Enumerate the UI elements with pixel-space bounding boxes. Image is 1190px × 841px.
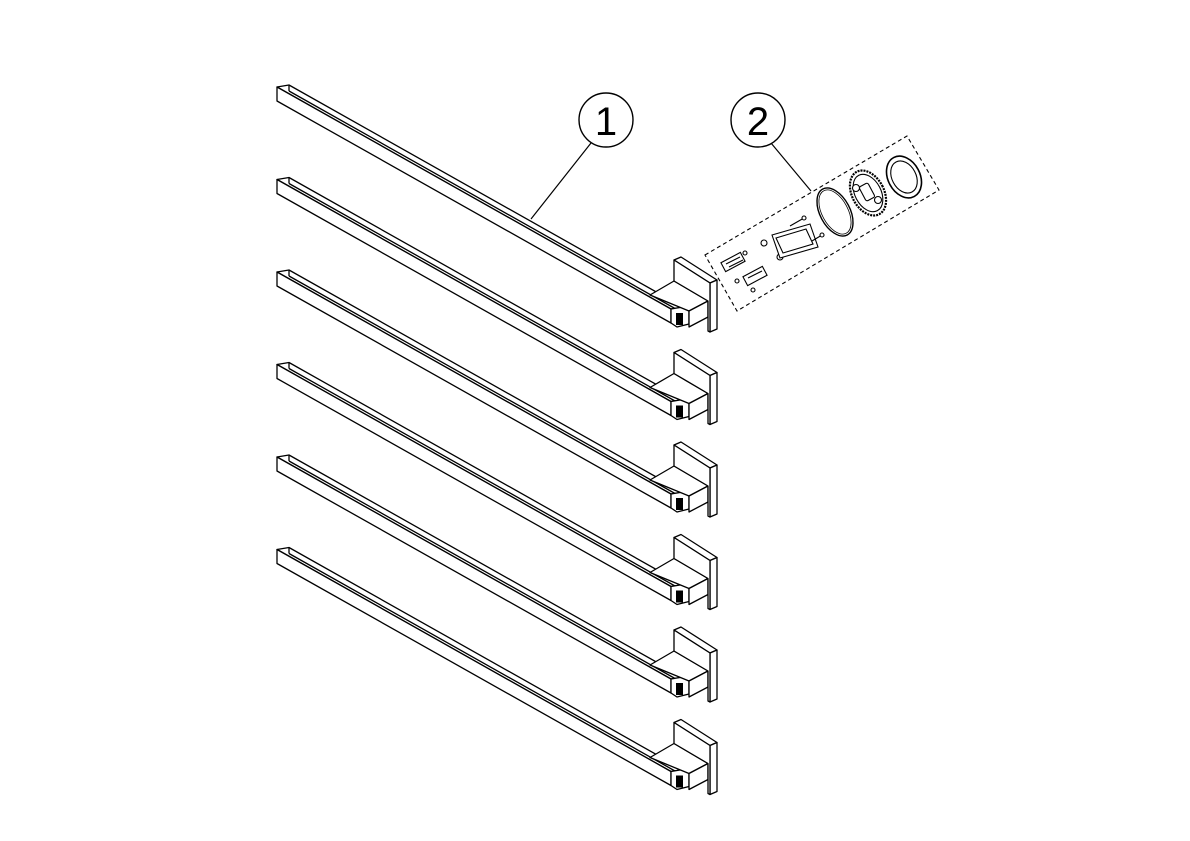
washer-4-icon [750, 287, 756, 293]
callout-2-label: 2 [747, 100, 769, 144]
callout-1: 1 [530, 92, 634, 220]
gasket-ring-inner [818, 189, 852, 235]
towel-bar-stack [276, 84, 718, 796]
set-screw-lower [811, 232, 825, 242]
washer-5-icon [742, 250, 748, 256]
washer-1-icon [760, 239, 768, 247]
towel-bar-6 [276, 546, 718, 796]
towel-bar-1 [276, 84, 718, 333]
wall-plate-side [709, 741, 718, 796]
rail-back-line [288, 367, 684, 592]
callout-2-leader [770, 142, 812, 192]
wall-plate-face [673, 259, 711, 333]
wall-anchor-lower [742, 265, 768, 287]
towel-bar-5 [276, 454, 718, 703]
rail-back-line [288, 460, 684, 684]
gasket-ring [816, 187, 854, 237]
towel-bar-3 [276, 269, 718, 518]
rail-end-hole [676, 405, 683, 418]
washer-3-icon [734, 278, 740, 284]
wall-plate-face [673, 721, 711, 796]
wall-plate-side [709, 464, 718, 518]
towel-bar-4 [276, 361, 718, 611]
rail-back-line [288, 552, 684, 777]
wall-plate-face [673, 351, 711, 426]
rail-end-hole [676, 498, 683, 510]
rail-end-hole [676, 775, 683, 788]
wall-plate-side [709, 279, 718, 333]
wall-plate-side [709, 556, 718, 611]
rail-back-line [288, 275, 684, 499]
wall-plate-face [673, 444, 711, 518]
rail-back-line [288, 182, 684, 407]
kit-dashed-outline [704, 135, 940, 312]
callout-2-circle [730, 92, 786, 148]
set-screw-upper [789, 215, 807, 227]
cover-flange [885, 155, 923, 199]
callout-1-label: 1 [595, 100, 617, 144]
callout-1-leader [530, 142, 592, 220]
rail-end-hole [676, 683, 683, 695]
towel-bar-2 [276, 176, 718, 426]
wall-plate-side [709, 371, 718, 426]
mounting-kit-exploded [704, 135, 940, 312]
rail-back-line [288, 90, 684, 314]
rail-end-hole [676, 590, 683, 603]
callout-1-circle [578, 92, 634, 148]
wall-anchor-upper [720, 251, 746, 273]
rail-front-face [276, 548, 672, 787]
wall-plate-side [709, 649, 718, 703]
rail-end-hole [676, 313, 683, 325]
wall-plate-face [673, 629, 711, 703]
callout-2: 2 [730, 92, 812, 192]
wall-plate-face [673, 536, 711, 611]
mounting-plate [771, 223, 819, 259]
toothed-base-plate [848, 169, 888, 217]
